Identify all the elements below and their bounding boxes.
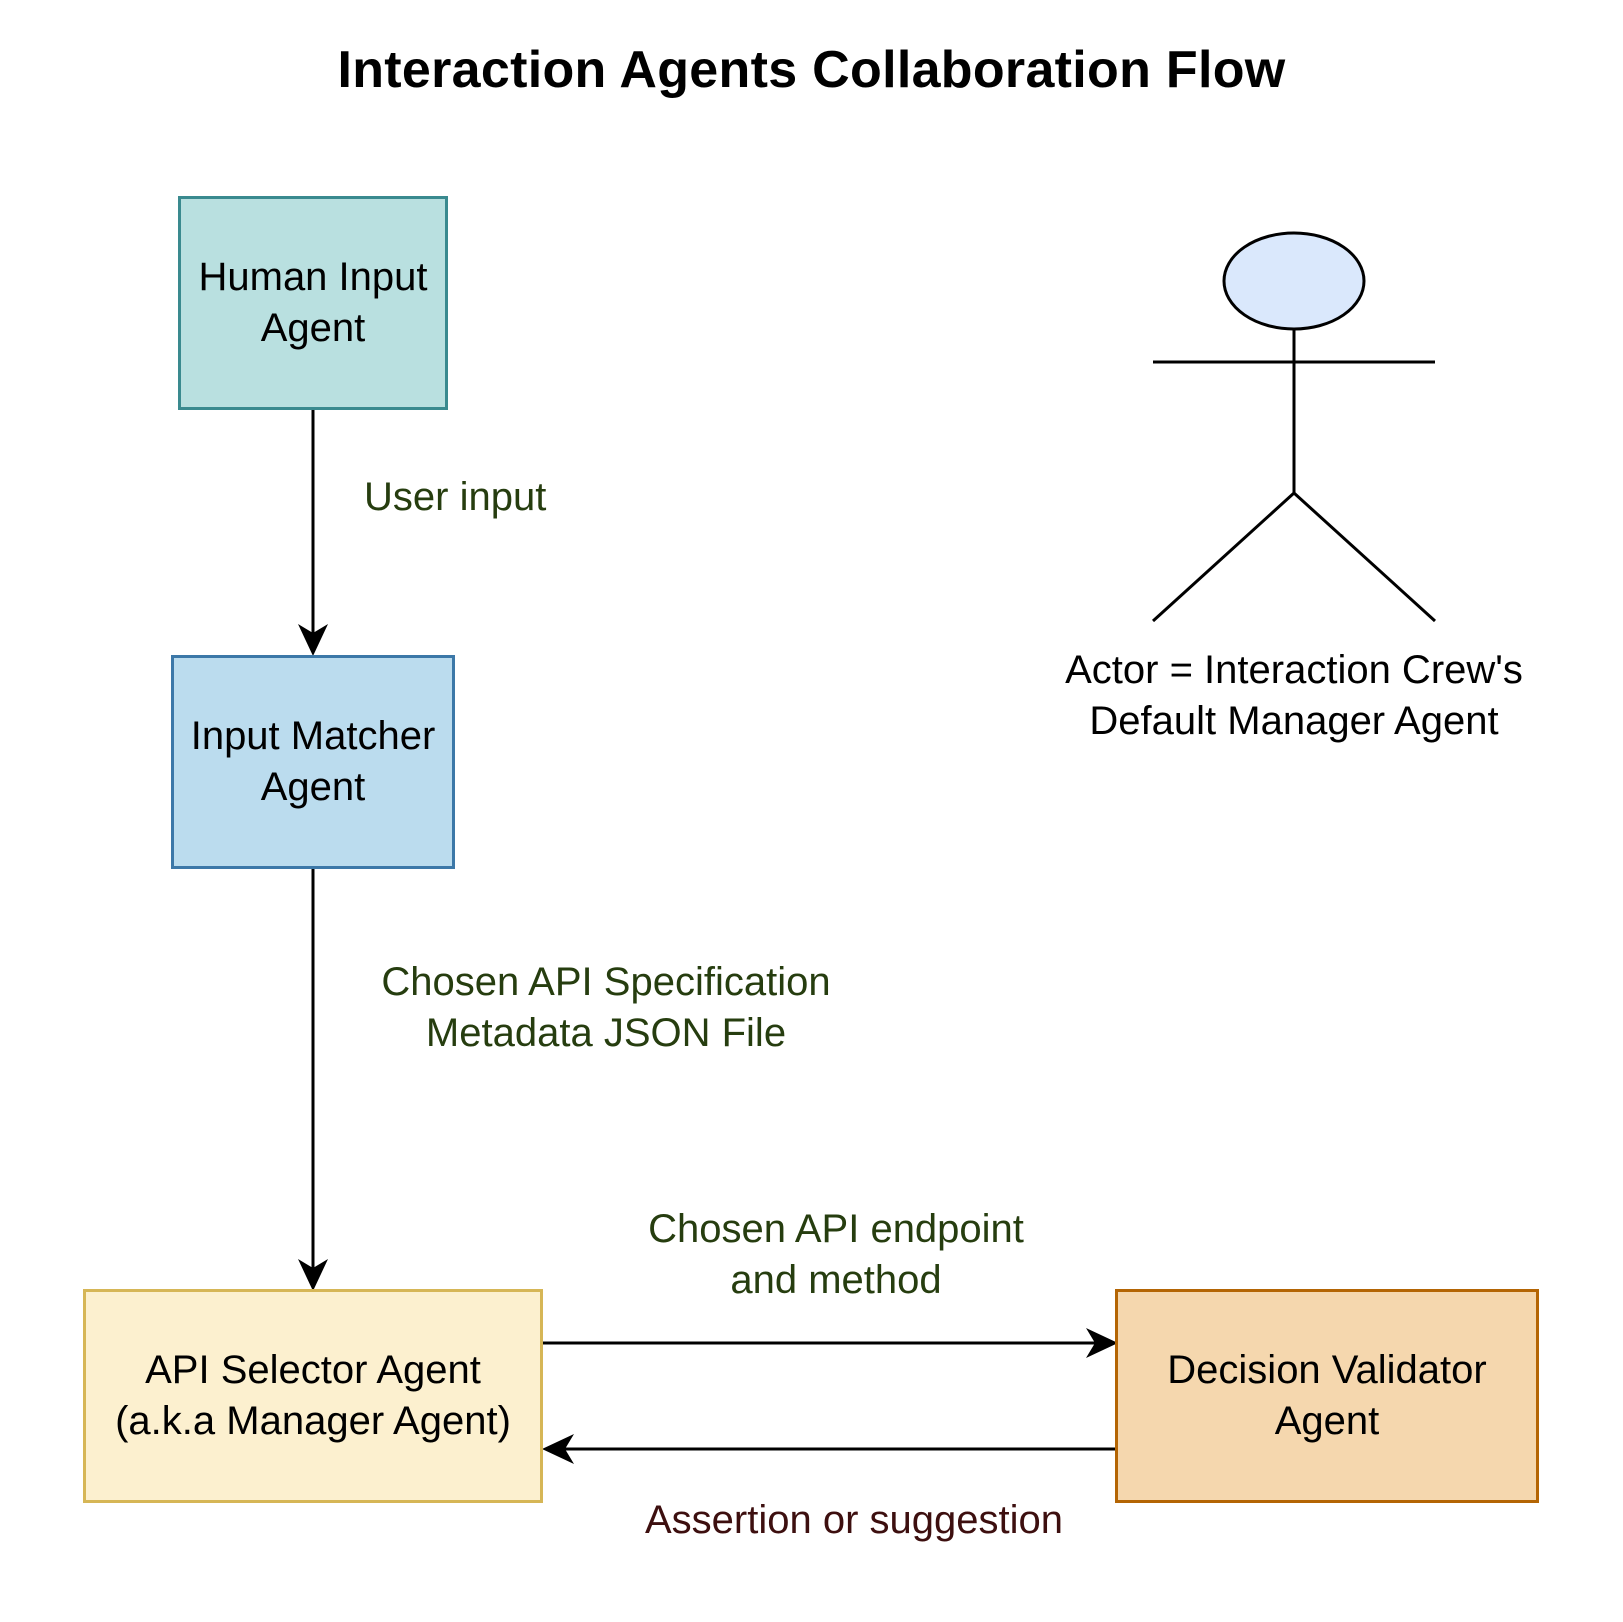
input-matcher-agent-label-line-1: Input Matcher xyxy=(190,714,436,758)
edge-label-assertion-line-1: Assertion or suggestion xyxy=(644,1498,1063,1542)
edge-label-endpoint-line-1: Chosen API endpoint xyxy=(648,1207,1024,1251)
decision-validator-agent-box: Decision Validator Agent xyxy=(1115,1289,1539,1503)
actor-right-leg xyxy=(1292,491,1437,623)
input-matcher-agent-label-line-2: Agent xyxy=(260,765,366,809)
human-input-agent-label: Human Input Agent xyxy=(198,252,427,354)
edge-label-api-spec: Chosen API Specification Metadata JSON F… xyxy=(356,957,856,1059)
edge-label-endpoint-line-2: and method xyxy=(730,1258,942,1302)
api-selector-agent-label-line-2: (a.k.a Manager Agent) xyxy=(115,1399,511,1443)
actor-head xyxy=(1222,231,1366,331)
edge-label-user-input: User input xyxy=(364,472,546,523)
arrowhead-assertion xyxy=(542,1434,574,1464)
human-input-agent-box: Human Input Agent xyxy=(178,196,448,410)
decision-validator-agent-label-line-2: Agent xyxy=(1274,1399,1380,1443)
decision-validator-agent-label-line-1: Decision Validator xyxy=(1167,1348,1487,1392)
api-selector-agent-label: API Selector Agent (a.k.a Manager Agent) xyxy=(115,1345,511,1447)
arrowhead-api-spec xyxy=(298,1259,328,1291)
human-input-agent-label-line-2: Agent xyxy=(260,306,366,350)
input-matcher-agent-box: Input Matcher Agent xyxy=(171,655,455,869)
decision-validator-agent-label: Decision Validator Agent xyxy=(1167,1345,1486,1447)
diagram-title: Interaction Agents Collaboration Flow xyxy=(337,41,1286,99)
api-selector-agent-label-line-1: API Selector Agent xyxy=(145,1348,481,1392)
actor-caption-line-2: Default Manager Agent xyxy=(1089,699,1499,743)
edge-label-assertion: Assertion or suggestion xyxy=(604,1495,1104,1546)
edge-label-api-spec-line-1: Chosen API Specification xyxy=(381,960,831,1004)
actor-caption: Actor = Interaction Crew's Default Manag… xyxy=(1044,645,1544,747)
edge-label-endpoint: Chosen API endpoint and method xyxy=(606,1204,1066,1306)
arrowhead-user-input xyxy=(298,624,328,656)
input-matcher-agent-label: Input Matcher Agent xyxy=(191,711,436,813)
api-selector-agent-box: API Selector Agent (a.k.a Manager Agent) xyxy=(83,1289,543,1503)
actor-caption-line-1: Actor = Interaction Crew's xyxy=(1065,648,1523,692)
edge-label-user-input-line-1: User input xyxy=(364,475,547,519)
human-input-agent-label-line-1: Human Input xyxy=(198,255,428,299)
actor-stick-figure-icon xyxy=(1151,231,1437,623)
edge-label-api-spec-line-2: Metadata JSON File xyxy=(425,1011,787,1055)
arrowhead-endpoint xyxy=(1086,1328,1118,1358)
actor-left-leg xyxy=(1151,491,1296,623)
